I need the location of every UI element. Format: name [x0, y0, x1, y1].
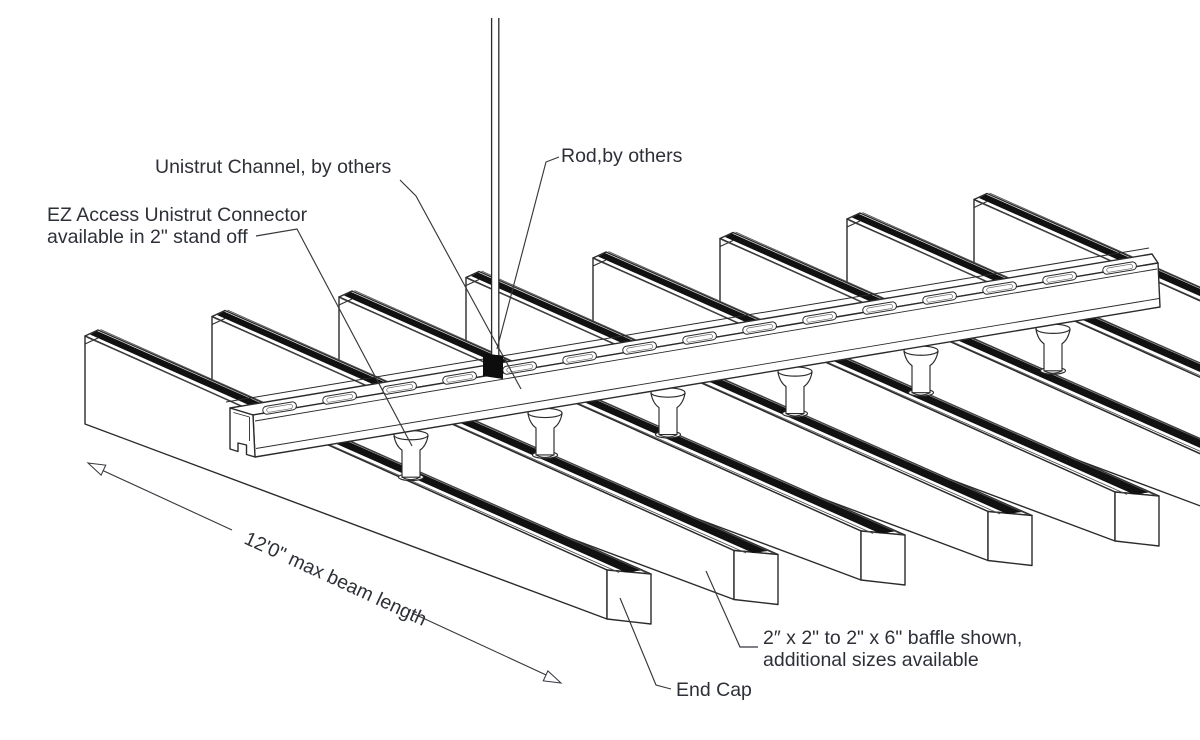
label-baffle-size-line1: 2″ x 2" to 2" x 6" baffle shown,: [763, 627, 1022, 649]
arrowhead: [542, 670, 563, 684]
leader-unistrut-channel: [399, 179, 522, 390]
channel-slots: [262, 261, 1137, 415]
leader-lines: [255, 156, 758, 690]
baffle-top-slot: [725, 233, 1200, 448]
hanger-rod: [483, 18, 503, 379]
baffle-end-cap: [987, 510, 1033, 567]
label-unistrut-channel: Unistrut Channel, by others: [155, 156, 392, 178]
label-rod: Rod,by others: [561, 145, 683, 167]
baffle: [719, 231, 1200, 507]
arrowhead: [86, 462, 107, 476]
unistrut-connectors: [393, 323, 1071, 482]
unistrut-channel: [225, 247, 1161, 458]
baffle-top-slot: [90, 331, 641, 573]
baffle-end-cap: [606, 569, 652, 625]
unistrut-connector: [1035, 323, 1071, 375]
baffle: [84, 329, 652, 625]
unistrut-connector: [527, 407, 563, 459]
label-ez-connector-line1: EZ Access Unistrut Connector: [47, 204, 308, 226]
dimension-arrow: [86, 462, 563, 684]
leader-end-cap: [619, 597, 672, 690]
baffle-top-slot: [344, 292, 895, 534]
label-end-cap: End Cap: [676, 679, 752, 701]
baffle-top-slot: [471, 272, 1022, 514]
baffle-end-cap: [860, 530, 906, 586]
channel-section: [229, 407, 256, 458]
baffle-top-slot: [217, 311, 768, 553]
label-baffle-size-line2: additional sizes available: [763, 649, 979, 671]
label-ez-connector-line2: available in 2" stand off: [47, 226, 248, 248]
baffle-end-cap: [733, 549, 779, 606]
leader-ez-connector: [255, 228, 413, 447]
baffle-top-slot: [598, 253, 1149, 495]
leader-rod: [496, 156, 560, 350]
rod-nut: [483, 353, 503, 379]
leader-baffle-size: [705, 570, 758, 648]
baffle-end-cap: [1114, 491, 1160, 547]
baffle: [211, 309, 779, 606]
